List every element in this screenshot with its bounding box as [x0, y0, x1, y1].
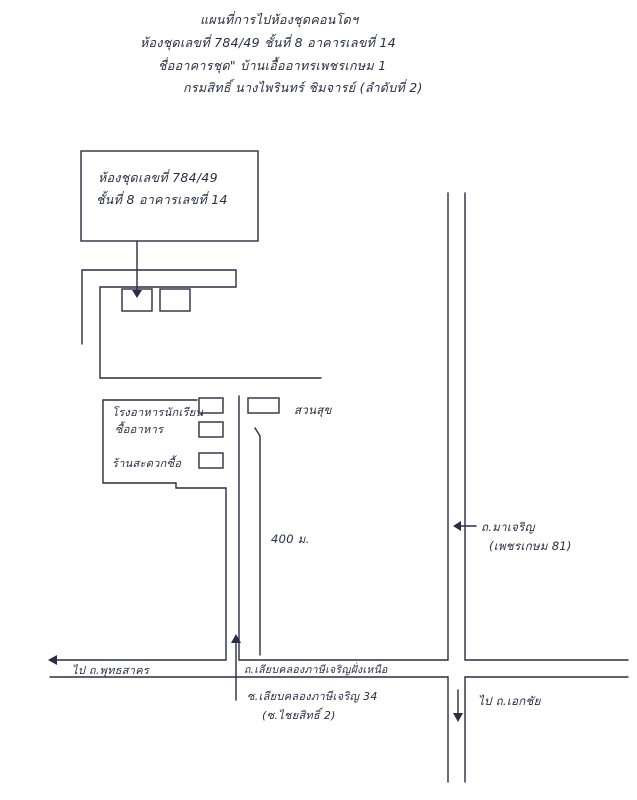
- west-arrowhead: [48, 655, 57, 665]
- canal-road-label: ถ.เลียบคลองภาษีเจริญฝั่งเหนือ: [244, 664, 388, 676]
- soi-label-line-1: ซ.เลียบคลองภาษีเจริญ 34: [247, 690, 378, 703]
- soi-arrowhead: [231, 634, 241, 643]
- left-road-edge: [102, 482, 227, 661]
- shop-block-2: [198, 421, 224, 438]
- pointer-arrowhead: [132, 290, 142, 298]
- to-ekachai-label: ไป ถ.เอกชัย: [478, 694, 541, 708]
- unit-block-1: [121, 288, 153, 312]
- soi-label-line-2: (ซ.ไชยสิทธิ์ 2): [262, 709, 336, 722]
- unit-label-box: [80, 150, 259, 242]
- map-title-line-3: ชื่ออาคารชุด" บ้านเอื้ออาทรเพชรเกษม 1: [158, 58, 387, 73]
- road-arrowhead: [453, 521, 461, 531]
- map-title-line-4: กรมสิทธิ์ นางไพรินทร์ ชิมจารย์ (ลำดับที่…: [183, 80, 423, 95]
- to-buddhasakhon-label: ไป ถ.พุทธสาคร: [72, 664, 150, 677]
- distance-line: [254, 427, 261, 656]
- map-title-line-1: แผนที่การไปห้องชุดคอนโดฯ: [200, 12, 359, 27]
- restaurant-label-line-2: ซื้ออาหาร: [115, 423, 164, 436]
- park-block: [247, 397, 280, 414]
- main-road-label-line-1: ถ.มาเจริญ: [481, 520, 535, 534]
- unit-block-2: [159, 288, 191, 312]
- map-title-line-2: ห้องชุดเลขที่ 784/49 ชั้นที่ 8 อาคารเลขท…: [140, 35, 396, 50]
- convenience-store-label: ร้านสะดวกซื้อ: [112, 457, 182, 470]
- restaurant-label-line-1: โรงอาหารนักเรียน: [112, 406, 204, 419]
- building-outer-top: [81, 269, 237, 345]
- distance-label: 400 ม.: [271, 532, 310, 546]
- south-arrowhead: [453, 713, 463, 722]
- main-road-label-line-2: (เพชรเกษม 81): [489, 539, 572, 553]
- shop-block-1: [198, 397, 224, 414]
- park-label: สวนสุข: [294, 403, 332, 417]
- unit-box-line-2: ชั้นที่ 8 อาคารเลขที่ 14: [96, 192, 228, 207]
- building-inner: [99, 286, 322, 379]
- unit-box-line-1: ห้องชุดเลขที่ 784/49: [98, 170, 218, 185]
- shop-block-3: [198, 452, 224, 469]
